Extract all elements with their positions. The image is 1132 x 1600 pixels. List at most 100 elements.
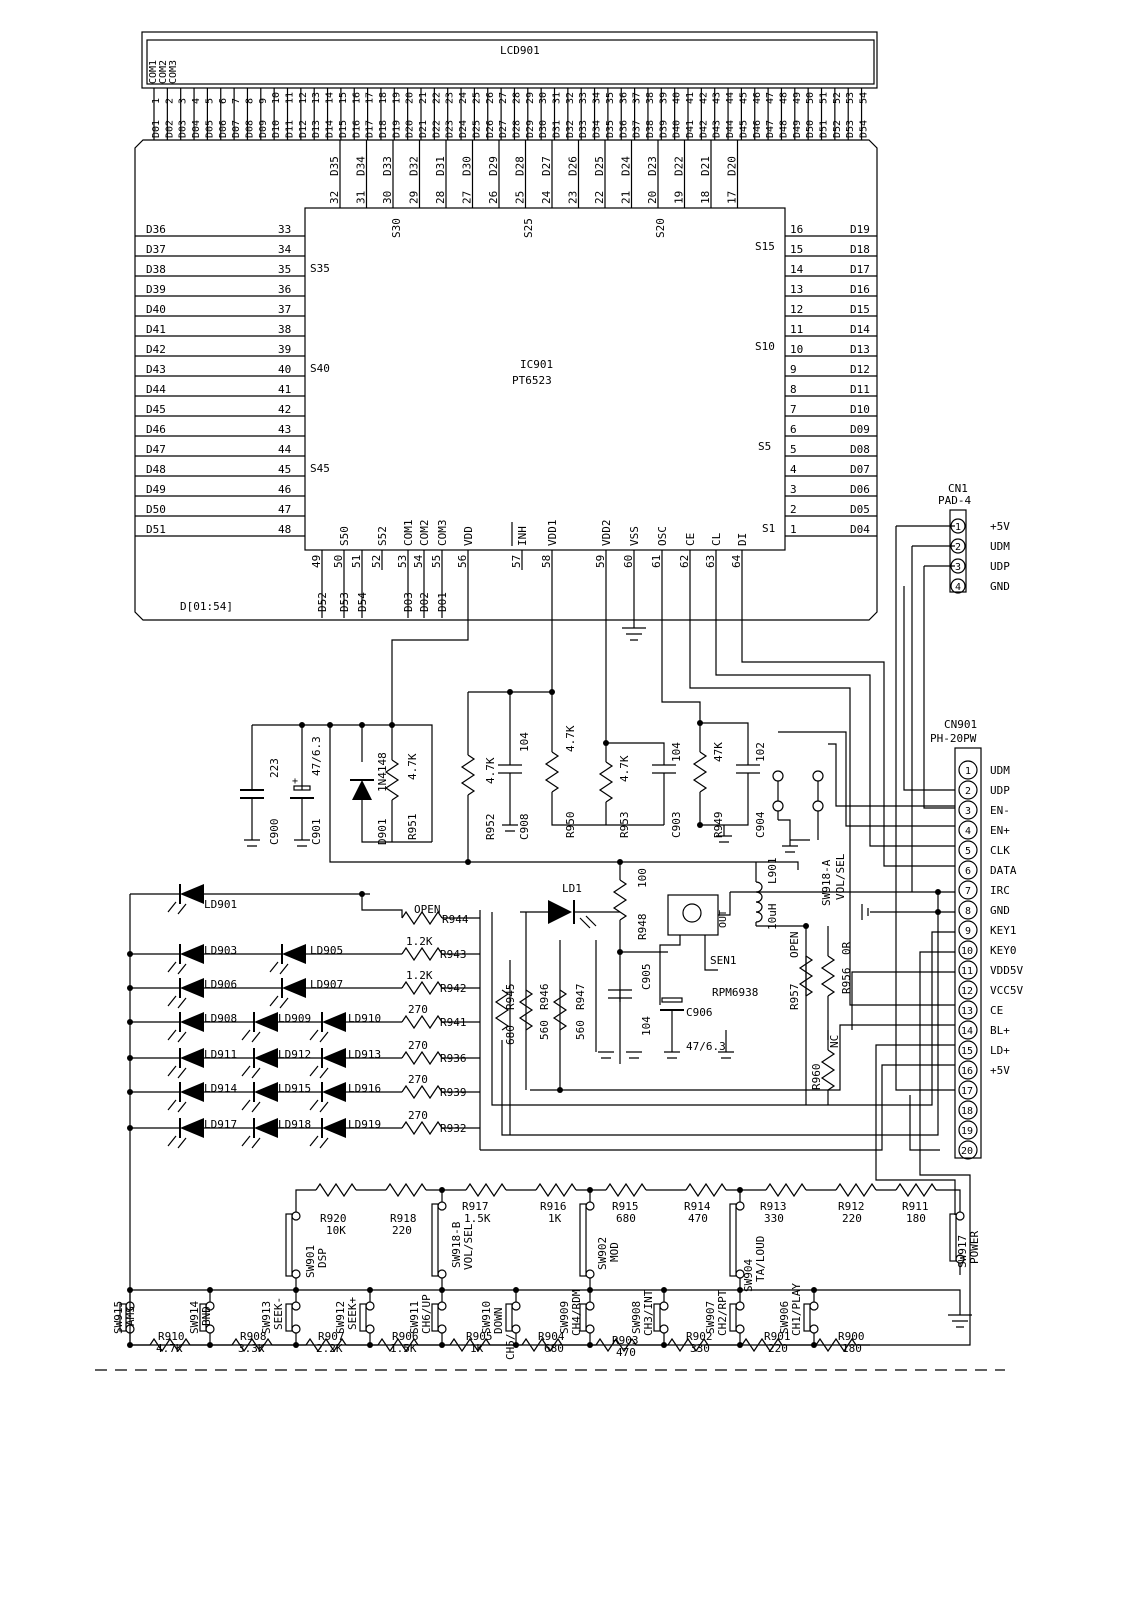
r912-val: 220 xyxy=(842,1212,862,1225)
lcd-pin-name: D32 xyxy=(565,120,576,138)
r901-val: 220 xyxy=(768,1342,788,1355)
c905-val: 104 xyxy=(640,1016,653,1036)
lcd-pin-name: D25 xyxy=(471,120,482,138)
lcd-pin-number: 36 xyxy=(618,92,629,104)
lcd-pin-name: D08 xyxy=(244,120,255,138)
lcd-pin-name: D38 xyxy=(645,120,656,138)
r946-val: 560 xyxy=(538,1020,551,1040)
ic-bottom-name: CE xyxy=(684,533,697,546)
switch-contact xyxy=(735,1301,745,1311)
ic-left-pin: 47 xyxy=(278,503,291,516)
lcd-pin-name: D11 xyxy=(285,120,296,138)
led-diode xyxy=(282,978,306,998)
cn1-pin-sig: +5V xyxy=(990,520,1010,533)
switch-contact xyxy=(659,1324,669,1334)
cn901-pin-circle xyxy=(958,1100,978,1120)
ic-bottom-net: D52 xyxy=(316,592,329,612)
cn901-pin-circle xyxy=(958,1040,978,1060)
cn901-pin-num: 7 xyxy=(965,886,971,897)
ic-bottom-name: S50 xyxy=(338,526,351,546)
lcd-pin-number: 12 xyxy=(298,92,309,104)
led-diode xyxy=(322,1082,346,1102)
r944-val: OPEN xyxy=(414,903,441,916)
lcd-pin-name: D06 xyxy=(218,120,229,138)
c906-val: 47/6.3 xyxy=(686,1040,726,1053)
sw915-ref: SW915 xyxy=(112,1301,125,1334)
led-diode xyxy=(282,944,306,964)
cn901-type: PH-20PW xyxy=(930,732,977,745)
lcd-pin-name: D19 xyxy=(391,120,402,138)
key-resistor xyxy=(685,1183,727,1197)
switch-actuator xyxy=(285,1303,293,1332)
ic-left-net: D50 xyxy=(146,503,166,516)
lcd-pin-number: 10 xyxy=(271,92,282,104)
junction-dot xyxy=(439,1187,445,1193)
cn901-pin-sig: BL+ xyxy=(990,1024,1010,1037)
c908-ref: C908 xyxy=(518,814,531,841)
lcd-pin-name: D07 xyxy=(231,120,242,138)
svg-text:+: + xyxy=(292,776,298,787)
ic-right-pin: 5 xyxy=(790,443,797,456)
lcd-pin-name: D09 xyxy=(258,120,269,138)
ic-left-net: D41 xyxy=(146,323,166,336)
lcd-module: LCD901 COM1 COM2 COM3 1D012D023D034D045D… xyxy=(141,31,878,140)
c904-val: 102 xyxy=(754,742,767,762)
switch-actuator xyxy=(729,1303,737,1332)
ic-top-pin: 27 xyxy=(461,191,474,204)
ic-ref: IC901 xyxy=(520,358,553,371)
sw914-func: BND xyxy=(200,1306,213,1326)
key-resistor xyxy=(535,1183,577,1197)
ic-right-pin: 6 xyxy=(790,423,797,436)
lcd-pin-number: 18 xyxy=(378,92,389,104)
lcd-pin-name: D52 xyxy=(832,120,843,138)
lcd-pin-number: 25 xyxy=(471,92,482,104)
lcd-pin-number: 13 xyxy=(311,92,322,104)
sw911-func: CH6/UP xyxy=(420,1294,433,1334)
ld914-ref: LD914 xyxy=(204,1082,237,1095)
d901-val: 1N4148 xyxy=(376,752,389,792)
ic-bottom-pin: 59 xyxy=(594,555,607,568)
led-emission xyxy=(241,1029,261,1043)
ic-bottom-name: VDD2 xyxy=(600,520,613,547)
r914-ref: R914 xyxy=(684,1200,711,1213)
lcd-pin-name: D43 xyxy=(712,120,723,138)
lcd-pin-number: 37 xyxy=(632,92,643,104)
switch-contact xyxy=(365,1301,375,1311)
cn901-pin-circle xyxy=(958,1120,978,1140)
ic-left-net: D45 xyxy=(146,403,166,416)
sw908-ref: SW908 xyxy=(630,1301,643,1334)
ic-bottom-name: COM3 xyxy=(436,520,449,547)
lcd-pin-number: 51 xyxy=(819,92,830,104)
switch-contact xyxy=(809,1301,819,1311)
switch-contact xyxy=(585,1269,595,1279)
ic-left-pin: 33 xyxy=(278,223,291,236)
r903-ref: R903 xyxy=(612,1334,639,1347)
switch-contact xyxy=(437,1201,447,1211)
lcd-pin-name: D18 xyxy=(378,120,389,138)
seg-s35: S35 xyxy=(310,262,330,275)
lcd-com2: COM2 xyxy=(158,60,169,84)
lcd-pin-name: D29 xyxy=(525,120,536,138)
c904-ref: C904 xyxy=(754,811,767,838)
lcd-pin-number: 24 xyxy=(458,92,469,104)
r932-ref: R932 xyxy=(440,1122,467,1135)
r904-val: 680 xyxy=(544,1342,564,1355)
ld901-ref: LD901 xyxy=(204,898,237,911)
led-diode xyxy=(180,1082,204,1102)
cn901-pin-num: 9 xyxy=(965,926,971,937)
c903-val: 104 xyxy=(670,742,683,762)
cn901-pin-circle xyxy=(958,920,978,940)
lcd-pin-number: 38 xyxy=(645,92,656,104)
cn901-pin-circle xyxy=(958,1060,978,1080)
lcd-pin-name: D46 xyxy=(752,120,763,138)
sw901-ref: SW901 xyxy=(304,1245,317,1278)
r936-val: 270 xyxy=(408,1039,428,1052)
lcd-pin-number: 7 xyxy=(231,98,242,104)
ic-left-net: D42 xyxy=(146,343,166,356)
lcd-pin-name: D01 xyxy=(151,120,162,138)
sw914-ref: SW914 xyxy=(188,1301,201,1334)
switch-contact xyxy=(291,1324,301,1334)
sw912-func: SEEK+ xyxy=(346,1297,359,1330)
